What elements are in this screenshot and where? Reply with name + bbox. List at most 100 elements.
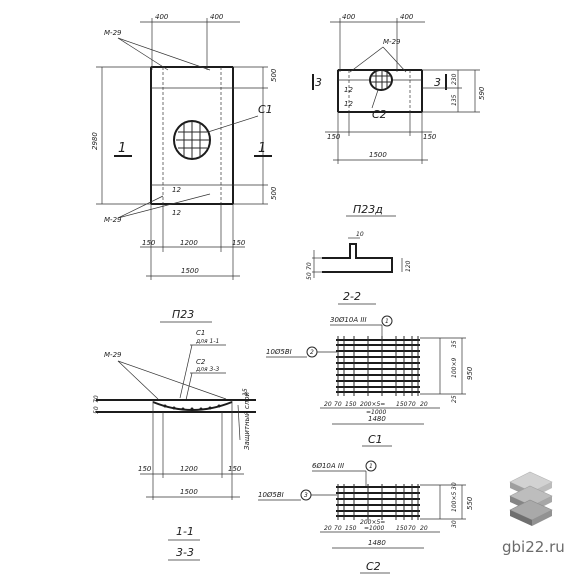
callout-1-c1-text: 1 [385,318,389,325]
label-for-3-3: для 3-3 [195,366,219,373]
dim-c1-b1: 20 [324,401,332,408]
number-12b: 12 [172,209,181,217]
dim-c1-b6: 150 [396,401,408,408]
callout-3-c2-text: 3 [304,492,308,499]
dim-22-120: 120 [405,260,412,272]
title-p23d: П23д [353,203,383,216]
section-2-2: 70 50 10 120 2-2 [306,231,412,305]
title-p23: П23 [172,308,194,321]
section-mark-left: 1 [118,141,126,156]
dim-c2-100x5: 100×5 [451,492,458,512]
dim-22-10: 10 [356,231,364,238]
dim-top-2: 400 [210,13,224,21]
dim-sec-total: 1500 [180,488,198,496]
label-for-1-1: для 1-1 [195,338,219,345]
dim-c2-b3: 150 [345,525,357,532]
dim-sec-15: 15 [242,388,249,396]
dim-sec-b-150b: 150 [228,465,242,473]
mesh-detail [173,120,211,160]
dim-top-1: 400 [155,13,169,21]
stack-logo-icon [509,471,553,526]
mark-m29-sec: М-29 [104,351,122,359]
section-mark-right: 1 [258,141,266,156]
dim-c2-b4: 200×5= [360,519,385,526]
dim-c2-550: 550 [466,496,474,510]
label-c1: С1 [258,103,273,116]
mark-m29-small: М-29 [383,38,401,46]
number-12-small-b: 12 [344,100,353,108]
dim-top-1-small: 400 [342,13,356,21]
mesh-detail-small [369,69,393,91]
title-c1: С1 [368,433,383,446]
dim-bottom-3: 150 [232,239,246,247]
dim-bottom-2: 1200 [180,239,198,247]
dim-top-2-small: 400 [400,13,414,21]
dim-c2-b7: 70 [408,525,416,532]
callout-1-c1 [381,315,393,327]
mark-m29-top: М-29 [104,29,122,37]
dim-c1-b7: 70 [408,401,416,408]
label-c2-sec: С2 [196,358,206,366]
rebar-30-label: 30Ø10А III [330,316,367,324]
title-3-3: 3-3 [176,546,194,559]
dim-c1-b2: 70 [334,401,342,408]
callout-1-c2 [365,460,377,472]
dim-right-590: 590 [478,86,486,100]
title-c2: С2 [366,560,381,573]
dim-c1-950: 950 [466,366,474,380]
dim-bottom-150a: 150 [327,133,341,141]
plan-p23: 400 400 2980 500 500 М-29 М-29 С1 [91,13,278,323]
number-12-small: 12 [344,86,353,94]
section-mark-3-right: 3 [434,76,441,89]
dim-sec-b-1200: 1200 [180,465,198,473]
dim-c2-b2: 70 [334,525,342,532]
mesh-c1-grid [336,336,420,396]
dim-c2-30b: 30 [451,520,458,528]
dim-22-50: 50 [306,272,313,280]
dim-c2-b6: 150 [396,525,408,532]
dim-right-1: 500 [270,68,278,82]
dim-left-height: 2980 [91,132,99,150]
label-c2-top: С2 [372,108,387,121]
dim-c1-100x9: 100×9 [451,358,458,378]
dim-right-230: 230 [451,73,458,85]
watermark-text: gbi22.ru [502,538,565,556]
callout-1-c2-text: 1 [369,463,373,470]
dim-c1-total: 1480 [368,415,386,423]
dim-c1-b4: 200×5= [360,401,385,408]
dim-c2-30a: 30 [451,482,458,490]
dim-c1-25: 25 [451,395,458,403]
rebar-dots [163,404,221,411]
number-12a: 12 [172,186,181,194]
dim-right-2: 500 [270,186,278,200]
dim-c1-b3: 150 [345,401,357,408]
dim-c1-b8: 20 [420,401,428,408]
callout-2-c1-text: 2 [310,349,314,356]
dim-c1-b5: =1000 [366,409,386,416]
title-1-1: 1-1 [176,525,194,538]
dim-right-135: 135 [451,94,458,106]
section-1-1: С1 для 1-1 С2 для 3-3 М-29 50 70 15 Защи… [93,329,256,561]
dim-bottom-1: 150 [142,239,156,247]
label-c1-sec: С1 [196,329,205,337]
title-2-2: 2-2 [343,290,361,303]
rebar-10-label: 10Ø5ВI [266,348,292,356]
dim-total: 1500 [181,267,199,275]
dim-sec-70: 70 [93,395,100,403]
rebar-10-label-c2: 10Ø5ВI [258,491,284,499]
mesh-c2-grid [336,484,420,520]
mesh-c1: 30Ø10А III 1 10Ø5ВI 2 [266,315,474,447]
dim-sec-b-150a: 150 [138,465,152,473]
dim-c2-b5: =1000 [364,525,384,532]
dim-22-70: 70 [306,262,313,270]
rebar-6-label: 6Ø10А III [312,462,344,470]
mark-m29-bottom: М-29 [104,216,122,224]
protective-layer-text: Защитный слой [243,392,251,450]
dim-total-small: 1500 [369,151,387,159]
section-mark-3-left: 3 [315,76,322,89]
plan-p23d: 400 400 М-29 3 3 12 12 С2 230 135 590 15… [312,13,486,217]
dim-bottom-150b: 150 [423,133,437,141]
dim-sec-50: 50 [93,406,100,414]
mesh-c2: 6Ø10А III 1 10Ø5ВI 3 [258,460,474,574]
